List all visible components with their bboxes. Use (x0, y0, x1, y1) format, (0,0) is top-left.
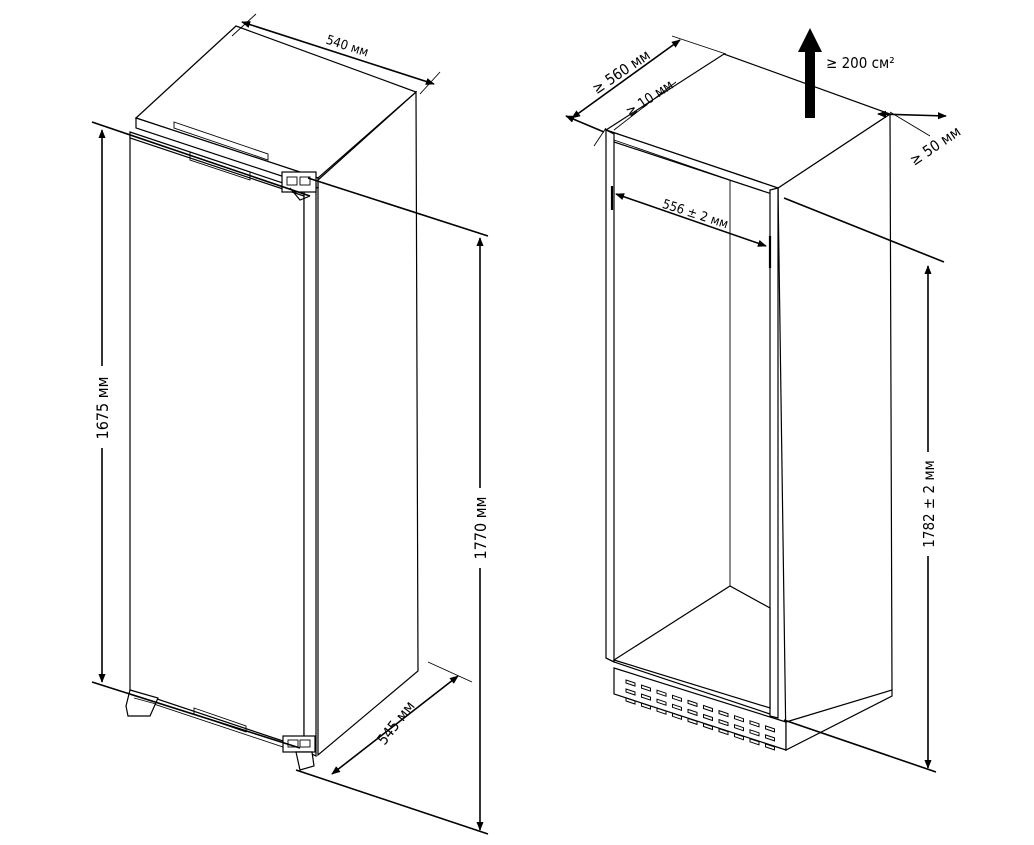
gap-leader (613, 81, 677, 131)
total-height-label: 1770 мм (471, 497, 490, 560)
fridge-drawing: 540 мм 545 мм 1675 мм 1770 мм (90, 13, 492, 835)
niche-depth-dim-line (571, 39, 681, 119)
door-top-ext (91, 121, 311, 197)
vent-slot (641, 684, 651, 692)
vent-slot (656, 698, 667, 706)
fridge-door (129, 135, 305, 749)
niche-height-label: 1782 ± 2 мм (920, 460, 938, 547)
gap-dim-tick (593, 127, 607, 147)
vent-slot (765, 734, 775, 742)
niche-drawing: ≥ 200 см² ≥ 560 мм ≥ 10 мм ≥ 50 мм 556 ±… (565, 28, 964, 773)
vent-slot (656, 707, 667, 715)
vent-slot (641, 702, 651, 710)
vent-slot (687, 717, 698, 726)
width-dim-line (241, 21, 435, 85)
fridge-front-edge (135, 117, 319, 189)
vent-slot (672, 712, 682, 720)
fridge-side-panel (317, 90, 419, 757)
niche-depth-label: ≥ 560 мм (589, 46, 654, 98)
vent-slot (718, 718, 729, 727)
depth-ext-back (427, 661, 473, 683)
arrow-up-icon (798, 28, 822, 118)
vent-slot (734, 733, 744, 741)
depth-label: 545 мм (373, 698, 418, 749)
niche-width-label: 556 ± 2 мм (660, 197, 730, 232)
niche-depth-ext-back (671, 35, 727, 55)
vent-slot (749, 729, 760, 737)
vent-slot (656, 689, 667, 697)
vent-slot (625, 697, 636, 705)
niche-top-ext (783, 197, 945, 263)
door-height-label: 1675 мм (93, 377, 112, 440)
gap-dim-line (565, 115, 605, 133)
niche-side-panel (777, 112, 893, 750)
vent-slot (703, 704, 713, 713)
fixing-bracket (125, 689, 159, 717)
niche-floor (612, 585, 771, 709)
niche-floor-front (605, 657, 771, 715)
vent-slot (672, 703, 682, 711)
vent-slot (641, 693, 651, 701)
ventilation-label: ≥ 200 см² (826, 54, 895, 72)
vent-slot (734, 724, 744, 732)
niche-plinth-side (785, 689, 893, 751)
door-handle-slot-bottom (193, 707, 247, 733)
vent-slot (765, 725, 775, 733)
niche-right-post (769, 187, 779, 719)
vent-slot (765, 743, 775, 751)
niche-inner-back-top (613, 139, 731, 181)
vent-slot (625, 688, 636, 696)
depth-dim-line (331, 675, 459, 775)
vent-slot (703, 722, 713, 731)
vent-slot (687, 708, 698, 717)
vent-slot (625, 679, 636, 687)
vent-slot (718, 727, 729, 736)
total-bottom-ext (295, 769, 489, 835)
fridge-frame-right (303, 183, 317, 757)
vent-slot (672, 694, 682, 702)
side-gap-dim-line (877, 110, 947, 120)
niche-bottom-ext (783, 719, 937, 773)
bottom-hinge (282, 735, 316, 771)
door-handle-slot-top (189, 151, 251, 181)
width-ext-left (231, 13, 257, 37)
side-gap-label: ≥ 50 мм (906, 122, 964, 169)
vent-slot (749, 720, 760, 728)
vent-slot (703, 713, 713, 722)
width-ext-right (419, 71, 441, 95)
side-gap-ext (889, 111, 931, 137)
vent-slot (749, 738, 760, 746)
vent-slot (734, 715, 744, 723)
top-hinge-rail (173, 121, 269, 161)
vent-slot (687, 699, 698, 708)
ventilation-grille (625, 679, 775, 751)
niche-width-dim-line (615, 193, 767, 247)
vent-slot (718, 709, 729, 718)
door-bottom-ext (91, 681, 301, 749)
total-top-ext (307, 177, 489, 237)
